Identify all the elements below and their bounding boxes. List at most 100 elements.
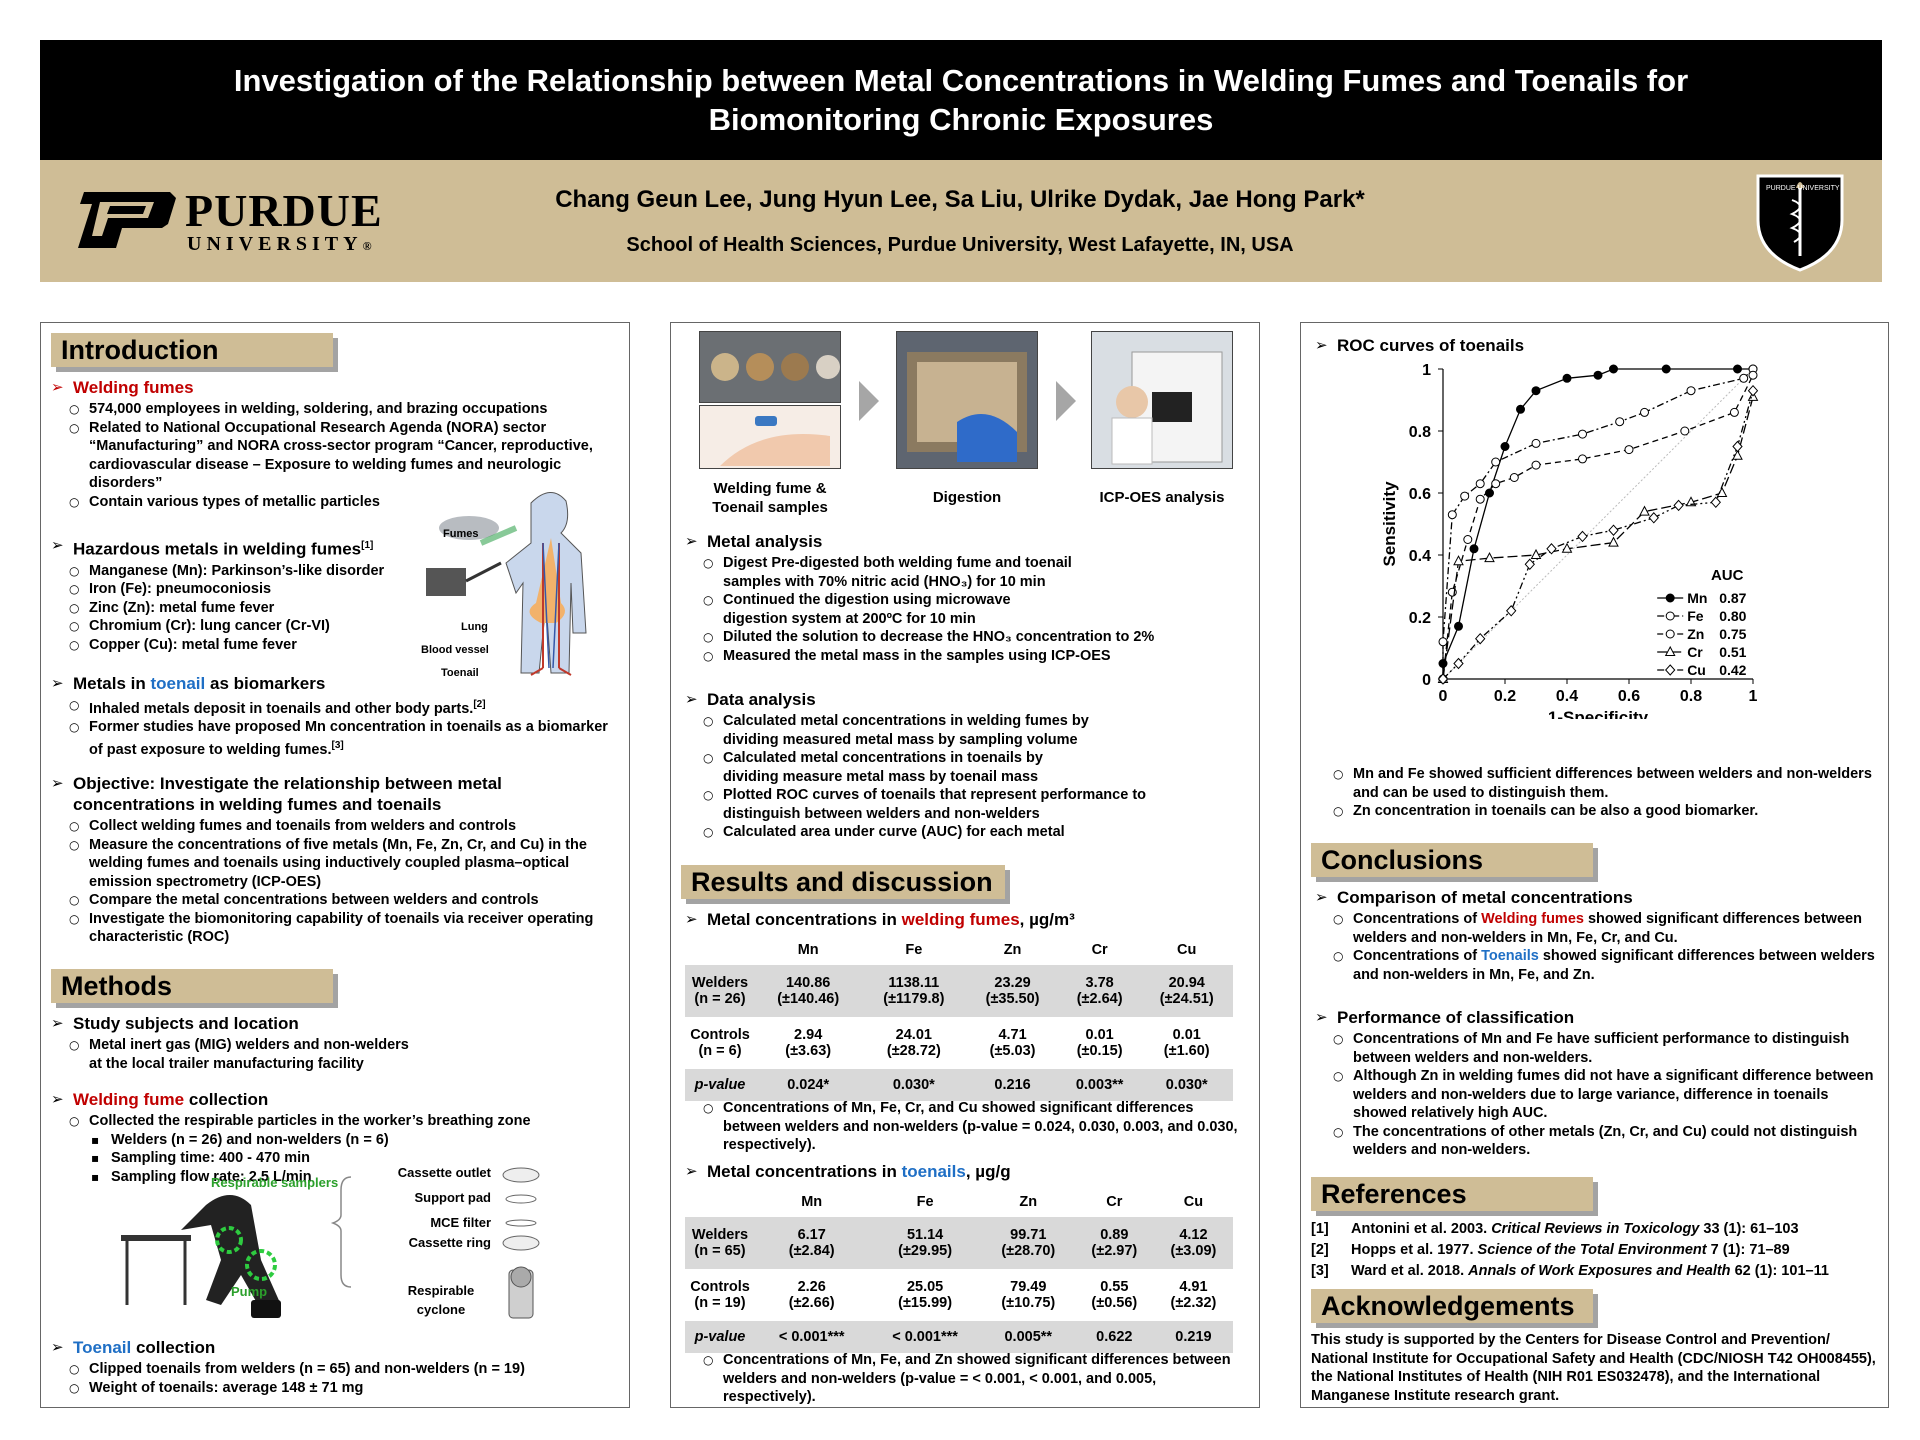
label-cassette-ring: Cassette ring (409, 1235, 491, 1250)
table-header-row: Mn Fe Zn Cr Cu (685, 1187, 1233, 1217)
data-point-fe (1739, 373, 1749, 383)
list-item: Manganese (Mn): Parkinson’s-like disorde… (69, 562, 451, 581)
heading-roc: ROC curves of toenails (1315, 335, 1875, 356)
legend-marker (1665, 629, 1675, 639)
roc-notes: Mn and Fe showed sufficient differences … (1315, 765, 1875, 821)
data-point-zn (1680, 426, 1690, 436)
heading-fume-concentrations: Metal concentrations in welding fumes, µ… (685, 909, 1255, 930)
toe-icon (720, 416, 830, 466)
data-point-zn (1509, 473, 1519, 482)
section-conclusions: Conclusions (1311, 843, 1593, 877)
list-item: Calculated metal concentrations in toena… (703, 749, 1255, 786)
label-cyclone: cyclone (417, 1302, 465, 1317)
list-item: Investigate the biomonitoring capability… (69, 910, 621, 947)
x-tick-label: 0.8 (1680, 688, 1702, 705)
data-point-fe (1686, 386, 1696, 396)
fume-sample-photo (699, 331, 841, 403)
data-point-zn (1578, 454, 1587, 464)
heading-toenail-collection: Toenail collection (51, 1337, 621, 1358)
methods-fume-collection: Welding fume collection Collected the re… (51, 1089, 621, 1186)
data-point-cu (1453, 657, 1464, 670)
reference-item: [1]Antonini et al. 2003. Critical Review… (1311, 1221, 1799, 1237)
list-item: Weight of toenails: average 148 ± 71 mg (69, 1379, 621, 1398)
data-point-cu (1437, 673, 1449, 685)
list-item: Metal inert gas (MIG) welders and non-we… (69, 1036, 621, 1073)
metal-header: Cu (1183, 1194, 1204, 1210)
fume-concentration-table: Mn Fe Zn Cr Cu Welders(n = 26) 140.86(±1… (685, 935, 1233, 1101)
methods-study-subjects: Study subjects and location Metal inert … (51, 1013, 621, 1073)
data-point-fe (1531, 438, 1541, 448)
y-tick-label: 1 (1422, 362, 1431, 379)
fume-note: Concentrations of Mn, Fe, Cr, and Cu sho… (685, 1099, 1245, 1155)
list-item: Concentrations of Mn, Fe, and Zn showed … (703, 1351, 1245, 1407)
metal-analysis: Metal analysis Digest Pre-digested both … (685, 531, 1255, 665)
heading-data-analysis: Data analysis (685, 689, 1255, 710)
y-tick-label: 0.4 (1409, 548, 1431, 565)
legend-label: Cr (1687, 644, 1703, 660)
legend-label: Cu (1687, 662, 1706, 678)
list-item: Inhaled metals deposit in toenails and o… (69, 696, 621, 718)
metal-header: Zn (1003, 942, 1022, 958)
table-row-pvalue: p-value 0.024* 0.030* 0.216 0.003** 0.03… (685, 1069, 1233, 1101)
section-methods: Methods (51, 969, 333, 1003)
data-point-cu (1673, 499, 1684, 512)
toenail-sample-photo (699, 405, 841, 469)
section-results: Results and discussion (681, 865, 1005, 899)
intro-hazardous-metals: Hazardous metals in welding fumes[1] Man… (51, 535, 451, 654)
table-row-controls: Controls(n = 6) 2.94(±3.63) 24.01(±28.72… (690, 1027, 1210, 1059)
icp-instrument-icon (1111, 351, 1223, 465)
heading-classification: Performance of classification (1315, 1007, 1875, 1028)
caption-samples: Welding fume &Toenail samples (712, 480, 828, 516)
data-point-zn (1748, 370, 1758, 380)
seal-text: PURDUE UNIVERSITY (1766, 185, 1840, 192)
legend-auc: 0.75 (1719, 626, 1746, 642)
data-point-mn (1469, 544, 1479, 554)
reference-list: [1]Antonini et al. 2003. Critical Review… (1311, 1219, 1881, 1282)
metal-header: Mn (801, 1194, 823, 1210)
digestion-photo (896, 331, 1038, 469)
x-axis-label: 1-Specificity (1548, 708, 1649, 719)
data-point-cr (1608, 536, 1619, 547)
label-fumes: Fumes (443, 528, 478, 540)
legend-auc: 0.87 (1719, 590, 1746, 606)
data-point-cr (1561, 542, 1573, 553)
series-line-zn (1442, 374, 1754, 680)
section-introduction: Introduction (51, 333, 333, 367)
legend-auc: 0.51 (1719, 644, 1746, 660)
list-item: Sampling time: 400 - 470 min (91, 1149, 621, 1168)
data-point-zn (1624, 445, 1634, 455)
data-analysis: Data analysis Calculated metal concentra… (685, 689, 1255, 842)
data-point-mn (1609, 364, 1618, 374)
section-acknowledgements: Acknowledgements (1311, 1289, 1593, 1323)
arrow-right-icon (1056, 381, 1076, 421)
list-item: Plotted ROC curves of toenails that repr… (703, 786, 1255, 823)
toenail-concentration-table: Mn Fe Zn Cr Cu Welders(n = 65) 6.17(±2.8… (685, 1187, 1233, 1353)
table-row-welders: Welders(n = 26) 140.86(±140.46) 1138.11(… (685, 965, 1233, 1017)
list-item: Iron (Fe): pneumoconiosis (69, 580, 451, 599)
list-item: Sampling flow rate: 2.5 L/min (91, 1168, 621, 1187)
section-references: References (1311, 1177, 1593, 1211)
metal-header: Cr (1106, 1194, 1123, 1210)
list-item: Although Zn in welding fumes did not hav… (1333, 1067, 1875, 1123)
list-item: Zn concentration in toenails can be also… (1333, 802, 1875, 821)
label-support-pad: Support pad (414, 1190, 491, 1205)
y-tick-label: 0.8 (1409, 424, 1431, 441)
icp-oes-photo (1091, 331, 1233, 469)
x-tick-label: 0.4 (1556, 688, 1578, 705)
toenail-note: Concentrations of Mn, Fe, and Zn showed … (685, 1351, 1245, 1407)
label-blood-vessel: Blood vessel (421, 644, 489, 656)
metal-header: Cu (1177, 942, 1197, 958)
label-cassette-outlet: Cassette outlet (398, 1165, 492, 1180)
metal-header: Fe (905, 942, 923, 958)
label-mce-filter: MCE filter (430, 1215, 491, 1230)
data-point-cu (1524, 558, 1535, 571)
table-header-row: Mn Fe Zn Cr Cu (685, 935, 1233, 965)
table-row-welders: Welders(n = 65) 6.17(±2.84) 51.14(±29.95… (685, 1217, 1233, 1269)
reference-item: [2]Hopps et al. 1977. Science of the Tot… (1311, 1242, 1790, 1258)
data-point-mn (1733, 364, 1742, 374)
data-point-cr (1530, 548, 1542, 559)
intro-toenail-biomarkers: Metals in toenail as biomarkers Inhaled … (51, 673, 621, 759)
acknowledgement-text: This study is supported by the Centers f… (1311, 1332, 1876, 1404)
list-item: Former studies have proposed Mn concentr… (69, 718, 621, 759)
x-tick-label: 0 (1439, 688, 1448, 705)
